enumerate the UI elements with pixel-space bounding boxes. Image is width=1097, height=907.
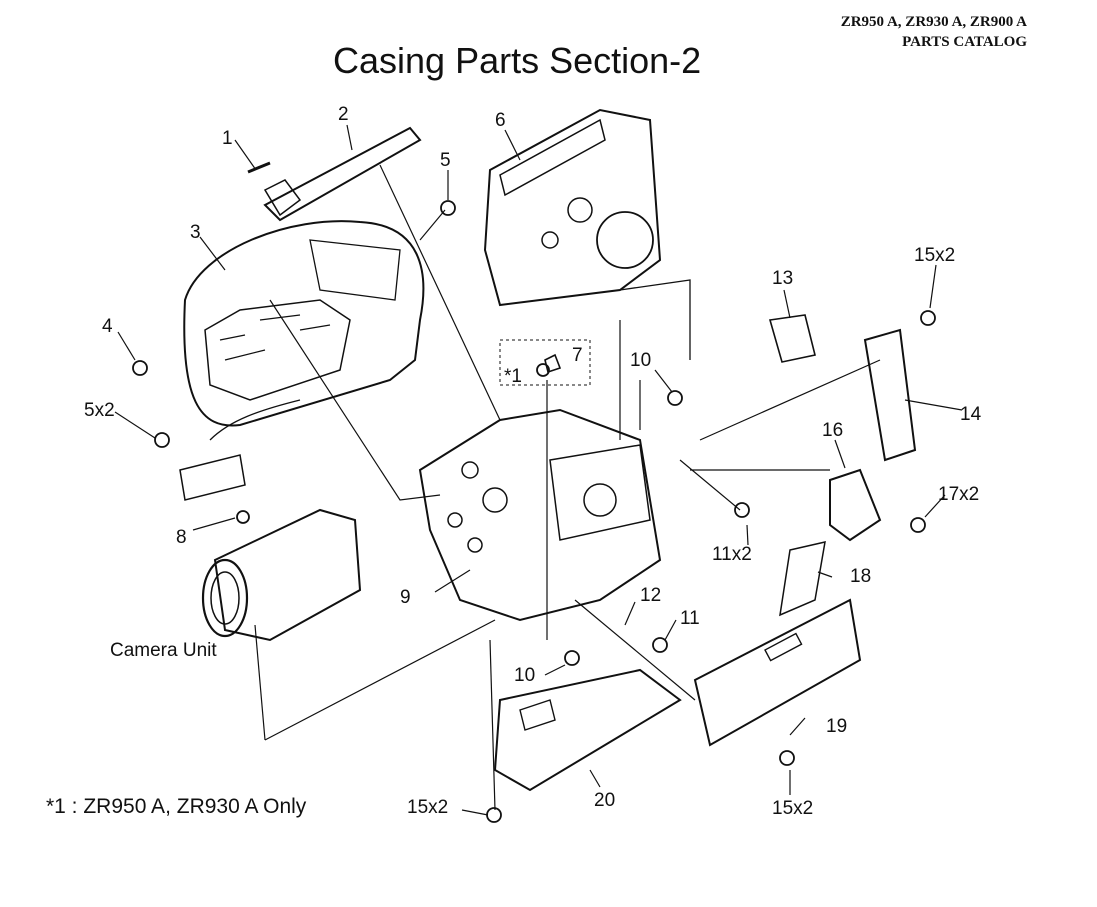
camera-unit-body	[213, 508, 362, 642]
part-16-bracket	[829, 468, 882, 542]
callout-5x2: 5x2	[84, 400, 115, 421]
callout-7: 7	[572, 345, 583, 366]
part-3-grip-casing	[183, 220, 425, 427]
callout-1: 1	[222, 128, 233, 149]
callout-11x2: 11x2	[712, 544, 752, 565]
model-header: ZR950 A, ZR930 A, ZR900 A PARTS CATALOG	[841, 12, 1027, 52]
callout-6: 6	[495, 110, 506, 131]
part-1-spring	[247, 161, 271, 174]
footnote: *1 : ZR950 A, ZR930 A Only	[46, 795, 307, 818]
camera-unit-label: Camera Unit	[110, 640, 217, 661]
callout-19: 19	[826, 716, 848, 737]
callout-15x2-top: 15x2	[914, 245, 956, 266]
callout-4: 4	[102, 316, 113, 337]
part-2-top-strip	[263, 126, 422, 222]
callout-18: 18	[850, 566, 872, 587]
page-title: Casing Parts Section-2	[333, 40, 702, 81]
callout-12: 12	[640, 585, 662, 606]
callout-17x2: 17x2	[938, 484, 980, 505]
screws	[132, 200, 936, 823]
callout-10-lower: 10	[514, 665, 536, 686]
callout-star1: *1	[504, 366, 522, 387]
callout-13: 13	[772, 268, 794, 289]
part-9-chassis	[418, 408, 662, 622]
part-6-mechanism	[483, 108, 662, 307]
callout-10-upper: 10	[630, 350, 652, 371]
part-13-pad	[768, 314, 816, 363]
callout-11: 11	[680, 608, 700, 629]
part-14-side-bracket	[863, 328, 917, 462]
callout-15x2-right: 15x2	[772, 798, 814, 819]
callout-15x2-left: 15x2	[407, 797, 449, 818]
callout-3: 3	[190, 222, 201, 243]
callout-14: 14	[960, 404, 982, 425]
callout-16: 16	[822, 420, 844, 441]
catalog-line: PARTS CATALOG	[902, 34, 1027, 50]
callout-8: 8	[176, 527, 187, 548]
part-20-bottom-plate	[493, 668, 682, 792]
part-19-circuit-board	[693, 598, 862, 747]
callout-20: 20	[594, 790, 616, 811]
callout-2: 2	[338, 104, 349, 125]
callout-5: 5	[440, 150, 451, 171]
model-line: ZR950 A, ZR930 A, ZR900 A	[840, 14, 1027, 30]
part-18-flex-cable	[779, 541, 826, 617]
callout-9: 9	[400, 587, 411, 608]
